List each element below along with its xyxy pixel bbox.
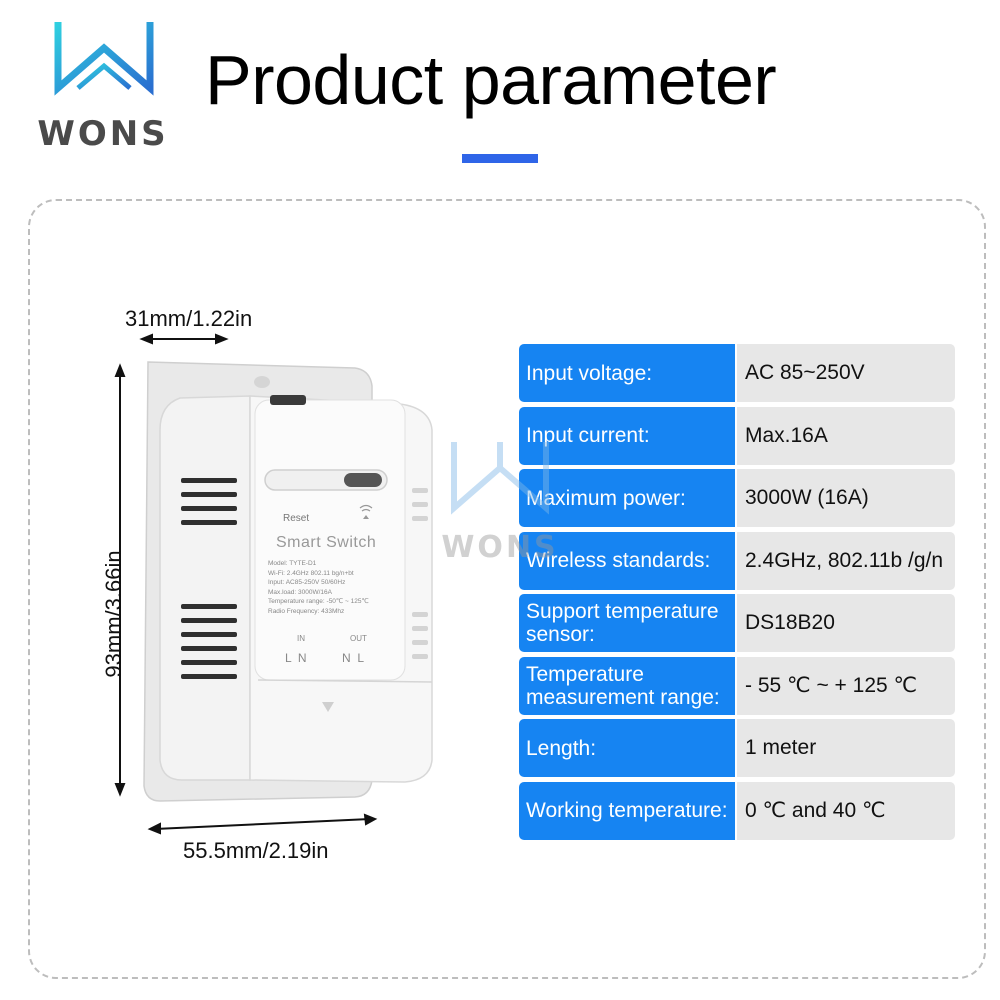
table-row: Maximum power: 3000W (16A) [519,469,955,527]
table-row: Working temperature: 0 ℃ and 40 ℃ [519,781,955,840]
parameter-table: Input voltage: AC 85~250V Input current:… [519,344,955,844]
parameter-label: Support temperature sensor: [519,594,735,652]
brand-logo: WONS [22,18,184,154]
parameter-label: Length: [519,719,735,777]
wons-logo-icon [54,22,154,96]
parameter-label: Temperature measurement range: [519,656,735,715]
parameter-value: AC 85~250V [737,344,955,402]
device-spec-line: Input: AC85-250V 50/60Hz [268,579,346,586]
parameter-label: Input current: [519,406,735,465]
brand-name: WONS [37,114,169,154]
table-row: Length: 1 meter [519,719,955,777]
parameter-label: Wireless standards: [519,531,735,590]
parameter-value: Max.16A [737,406,955,465]
device-label-block: Model: TYTE-D1 Wi-Fi: 2.4GHz 802.11 bg/n… [268,559,369,616]
table-row: Support temperature sensor: DS18B20 [519,594,955,652]
table-row: Temperature measurement range: - 55 ℃ ~ … [519,656,955,715]
parameter-value: 1 meter [737,719,955,777]
parameter-label: Working temperature: [519,781,735,840]
parameter-value: 3000W (16A) [737,469,955,527]
device-name: Smart Switch [276,534,377,551]
watermark: WONS [420,438,580,568]
depth-dimension-label: 31mm/1.22in [125,306,253,331]
title-underline [462,154,538,163]
device-spec-line: Temperature range: -50℃ ~ 125℃ [268,598,369,605]
width-dimension-label: 55.5mm/2.19in [183,838,329,863]
table-row: Input current: Max.16A [519,406,955,465]
parameter-value: 0 ℃ and 40 ℃ [737,781,955,840]
device-out-terminals: N L [342,651,365,665]
parameter-value: - 55 ℃ ~ + 125 ℃ [737,656,955,715]
table-row: Wireless standards: 2.4GHz, 802.11b /g/n [519,531,955,590]
parameter-value: 2.4GHz, 802.11b /g/n [737,531,955,590]
wons-watermark-icon [451,442,549,515]
table-row: Input voltage: AC 85~250V [519,344,955,402]
device-in-terminals: L N [285,651,307,665]
device-out-label: OUT [350,634,367,643]
device-in-label: IN [297,634,305,643]
watermark-text: WONS [441,530,559,565]
parameter-label: Maximum power: [519,469,735,527]
device-spec-line: Max.load: 3000W/16A [268,588,332,596]
height-dimension-label: 93mm/3.66in [101,550,126,678]
device-spec-line: Wi-Fi: 2.4GHz 802.11 bg/n+bt [268,569,354,577]
content-frame [28,199,986,979]
page-title: Product parameter [205,41,777,119]
parameter-value: DS18B20 [737,594,955,652]
parameter-label: Input voltage: [519,344,735,402]
device-spec-line: Radio Frequency: 433Mhz [268,607,345,615]
device-spec-line: Model: TYTE-D1 [268,560,317,567]
device-reset-label: Reset [283,513,310,524]
